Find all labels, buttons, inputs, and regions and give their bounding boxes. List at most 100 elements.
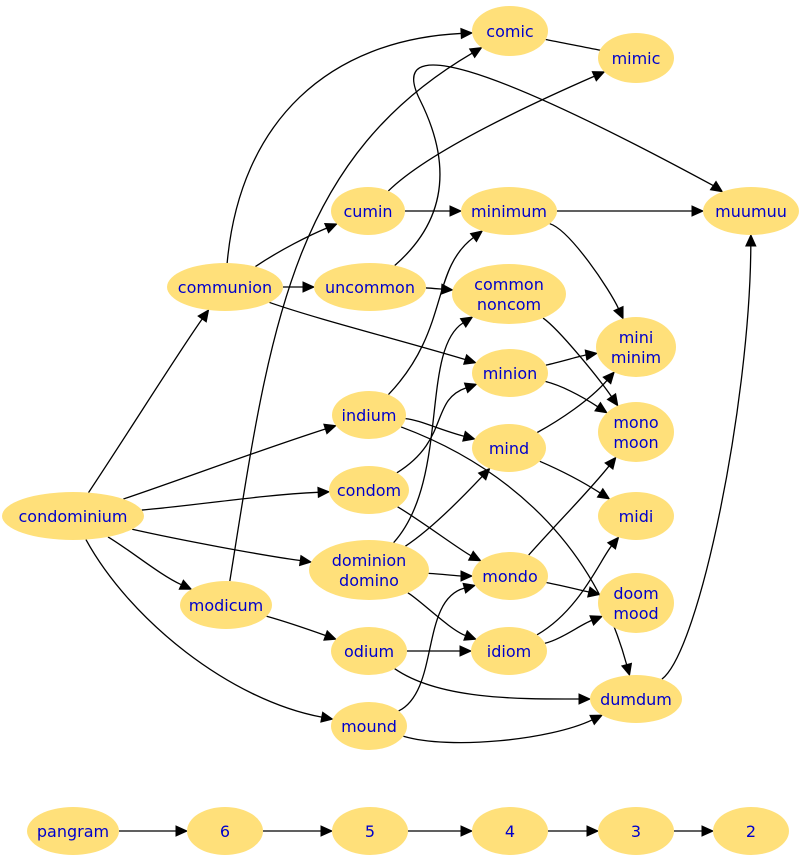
node-cumin: cumin (331, 187, 405, 235)
node-n3: 3 (598, 807, 674, 855)
node-label: moon (613, 433, 658, 452)
node-label: domino (339, 571, 399, 590)
edge-mound-to-mondo (398, 582, 477, 712)
node-label: 2 (746, 822, 756, 841)
edge-condominium-to-mound (85, 539, 334, 723)
edge-communion-to-comic (226, 27, 474, 264)
node-label: condom (337, 481, 401, 500)
node-mind: mind (472, 424, 546, 472)
node-label: modicum (189, 596, 264, 615)
node-n2: 2 (713, 807, 789, 855)
edge-minimum-to-muumuu (556, 205, 705, 217)
node-minion: minion (472, 349, 548, 397)
node-mondo: mondo (472, 552, 548, 600)
edge-condom-to-mondo (397, 506, 482, 562)
node-pangram: pangram (27, 807, 119, 855)
edge-cumin-to-minimum (404, 205, 463, 217)
node-label: mini (619, 328, 654, 347)
edge-idiom-to-midi (536, 536, 620, 636)
edge-minion-to-mono (545, 380, 608, 414)
node-condominium: condominium (2, 492, 144, 540)
node-label: mood (613, 604, 658, 623)
node-label: 4 (505, 822, 515, 841)
edge-modicum-to-odium (266, 615, 338, 641)
node-label: minion (483, 364, 538, 383)
node-condom: condom (329, 466, 409, 514)
edge-n6-to-n5 (263, 825, 334, 837)
node-label: 5 (365, 822, 375, 841)
node-dumdum: dumdum (590, 675, 682, 723)
edge-cumin-to-mimic (387, 71, 606, 192)
edge-modicum-to-comic (229, 47, 483, 582)
edge-mondo-to-doom (546, 581, 601, 598)
node-indium: indium (332, 391, 406, 439)
edge-odium-to-dumdum (394, 668, 592, 705)
node-label: minimum (471, 202, 547, 221)
edge-dominion-to-mondo (428, 570, 474, 582)
node-mound: mound (331, 702, 407, 750)
node-comic: comic (472, 6, 548, 56)
node-label: idiom (487, 642, 531, 661)
edge-pangram-to-n6 (119, 825, 189, 837)
node-communion: communion (167, 263, 283, 311)
node-label: condominium (18, 507, 127, 526)
edge-mound-to-dumdum (403, 714, 604, 744)
edge-condominium-to-condom (141, 486, 331, 511)
edge-n3-to-n2 (674, 825, 715, 837)
edge-communion-to-minion (269, 301, 477, 365)
node-label: muumuu (715, 202, 787, 221)
edge-communion-to-uncommon (283, 281, 316, 293)
edge-condom-to-minion (396, 382, 478, 474)
node-n4: 4 (472, 807, 548, 855)
node-label: 3 (631, 822, 641, 841)
node-label: communion (178, 278, 272, 297)
edge-dominion-to-mind (405, 467, 491, 547)
edge-minion-to-mini (545, 349, 599, 366)
node-minimum: minimum (461, 187, 557, 235)
node-label: midi (619, 507, 654, 526)
edge-condominium-to-modicum (107, 536, 193, 590)
node-odium: odium (331, 627, 407, 675)
node-label: comic (486, 22, 533, 41)
node-label: indium (342, 406, 397, 425)
edge-indium-to-mind (405, 417, 476, 442)
node-label: uncommon (325, 278, 415, 297)
edge-condominium-to-communion (87, 309, 210, 493)
node-label: odium (344, 642, 394, 661)
node-label: mound (341, 717, 397, 736)
edge-common-to-mono (542, 317, 619, 407)
node-label: noncom (477, 295, 541, 314)
node-muumuu: muumuu (703, 187, 799, 235)
node-mimic: mimic (598, 33, 674, 83)
node-label: dominion (332, 551, 407, 570)
node-midi: midi (598, 492, 674, 540)
node-label: cumin (343, 202, 392, 221)
edge-dominion-to-idiom (407, 592, 478, 641)
edge-uncommon-to-common (425, 283, 454, 295)
edge-odium-to-idiom (406, 645, 473, 657)
node-label: minim (611, 348, 661, 367)
node-label: mono (613, 413, 658, 432)
edge-condominium-to-indium (123, 423, 337, 500)
edge-n4-to-n3 (548, 825, 600, 837)
edge-indium-to-minimum (387, 230, 484, 396)
edge-idiom-to-doom (544, 615, 604, 644)
edge-minimum-to-mini (549, 223, 624, 320)
node-label: mimic (612, 49, 661, 68)
edge-condominium-to-dominion (132, 528, 313, 567)
edge-communion-to-cumin (255, 222, 338, 268)
node-n6: 6 (187, 807, 263, 855)
node-label: doom (613, 584, 658, 603)
node-idiom: idiom (471, 627, 547, 675)
node-label: common (474, 275, 544, 294)
edge-n5-to-n4 (408, 825, 474, 837)
node-n5: 5 (332, 807, 408, 855)
node-label: mondo (482, 567, 537, 586)
node-label: 6 (220, 822, 230, 841)
edge-uncommon-to-muumuu (394, 64, 724, 266)
